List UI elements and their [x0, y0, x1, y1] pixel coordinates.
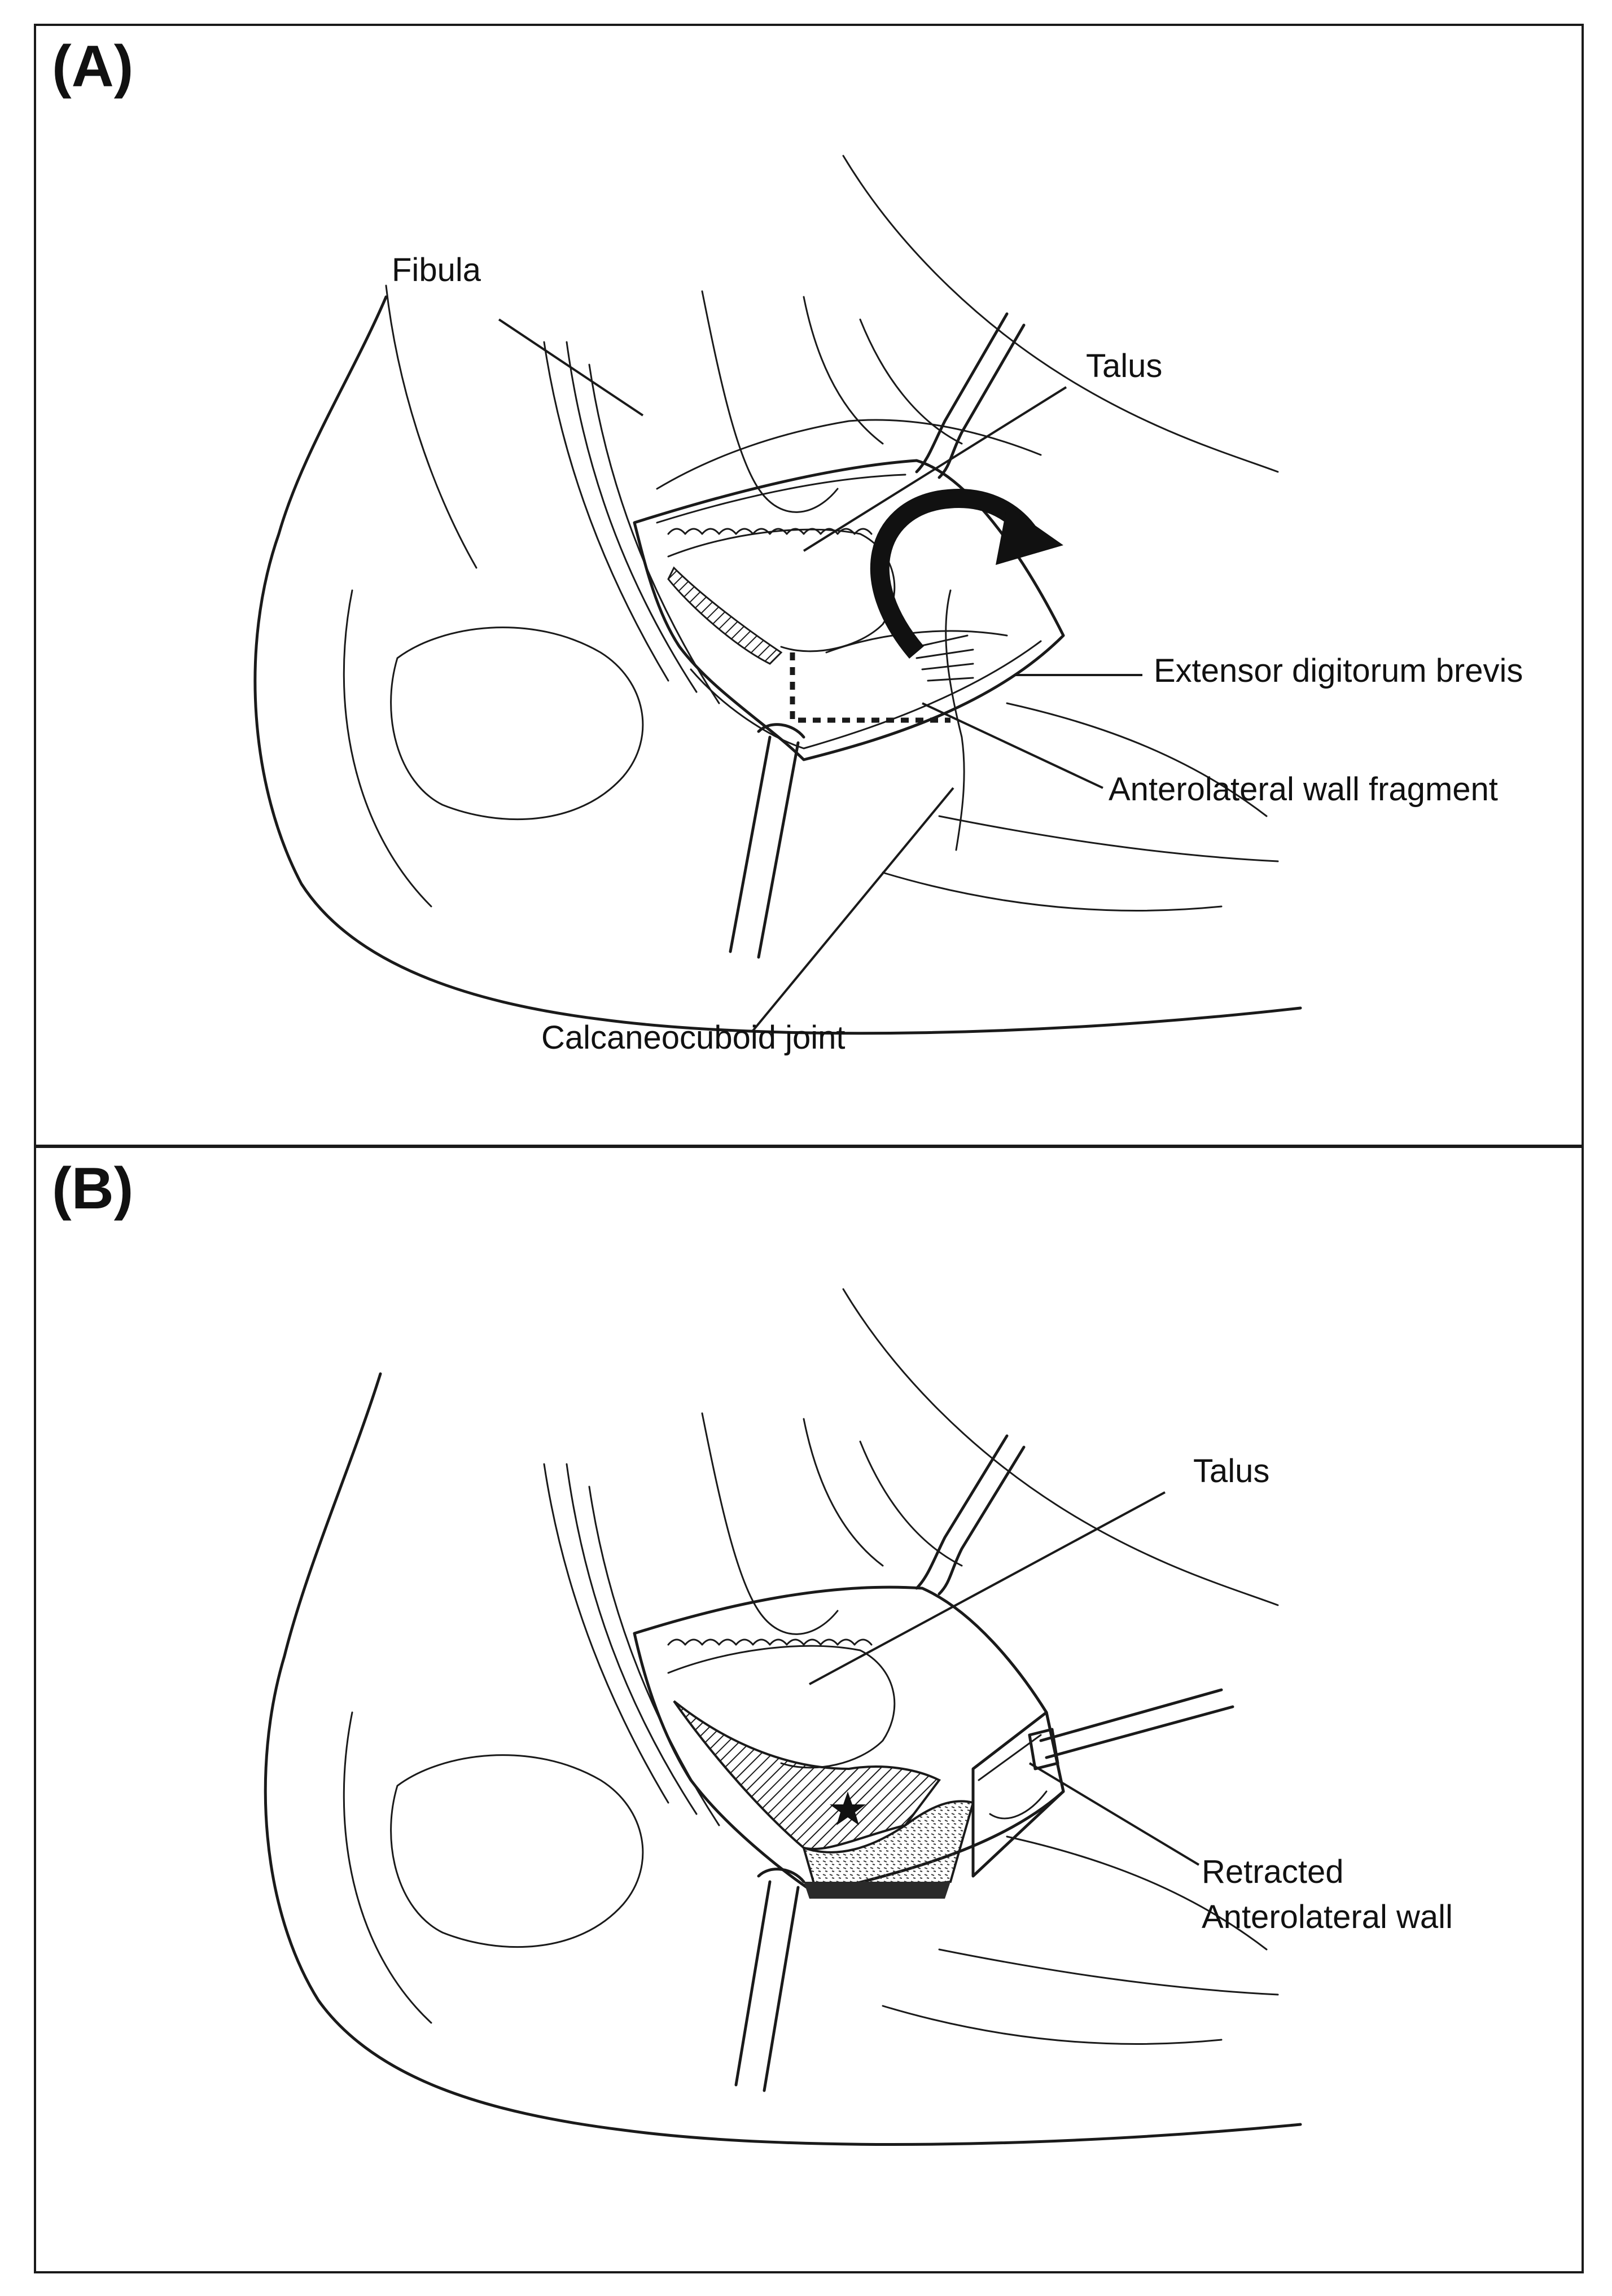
leader-talus: [803, 386, 1067, 552]
calcaneus-outline-b: [390, 1754, 644, 1948]
leg-anterior: [842, 155, 1279, 473]
achilles-line-2: [566, 341, 698, 693]
rotation-arrow-head: [996, 506, 1063, 565]
label-alw-fragment: Anterolateral wall fragment: [1109, 771, 1498, 808]
hatched-subtalar-area: [667, 566, 783, 665]
label-retracted-line1: Retracted: [1202, 1854, 1344, 1890]
leader-retracted-wall: [1028, 1762, 1200, 1866]
leader-talus-b: [809, 1491, 1166, 1685]
talus-shape: [667, 528, 896, 652]
incision-skin-edge: [656, 474, 1042, 750]
retractor-upper: [915, 312, 1026, 479]
label-cc-joint: Calcaneocuboid joint: [541, 1019, 846, 1056]
achilles-lines-b: [543, 1463, 720, 1826]
incision-window-b: [633, 1585, 1065, 1895]
fibula-outline: [701, 290, 839, 513]
leader-cc-joint: [752, 787, 954, 1032]
midfoot-lines: [882, 702, 1279, 912]
ankle-contour: [656, 419, 1042, 490]
achilles-line-1: [543, 341, 669, 682]
panel-a: (A): [34, 24, 1584, 1147]
retracted-wall-inner: [978, 1734, 1048, 1820]
midfoot-lines-b: [882, 1835, 1279, 2045]
panel-a-illustration: [253, 155, 1302, 1035]
retractor-lower: [729, 723, 805, 959]
talus-shape-b: [667, 1645, 896, 1769]
hatched-facet-b: [673, 1700, 941, 1850]
panel-a-letter: (A): [52, 34, 134, 99]
retractor-lower-b: [734, 1868, 805, 2092]
fibula-outline-b: [701, 1412, 839, 1635]
wall-retractor: [1028, 1688, 1234, 1771]
leader-fibula: [498, 318, 644, 417]
foot-sole-inner-b: [343, 1711, 432, 2024]
tibia-lines-b: [803, 1418, 963, 1567]
foot-sole-inner: [343, 589, 432, 908]
dark-rim-b: [804, 1882, 950, 1899]
achilles-line-3: [588, 363, 720, 704]
panel-b-letter: (B): [52, 1156, 134, 1221]
label-edb: Extensor digitorum brevis: [1154, 652, 1523, 689]
retractor-upper-b: [915, 1434, 1026, 1596]
retracted-wall-flap: [971, 1711, 1065, 1878]
leader-alw-fragment: [922, 702, 1103, 789]
incision-window: [633, 459, 1065, 761]
leg-posterior: [385, 284, 478, 569]
incision-scallop-top: [667, 528, 873, 535]
fragment-dotted-outline: [790, 652, 950, 723]
label-talus-a: Talus: [1086, 348, 1163, 384]
panel-b: (B): [34, 1146, 1584, 2273]
tibia-lines: [803, 296, 963, 445]
label-fibula: Fibula: [392, 252, 481, 288]
foot-heel-outline-b: [264, 1372, 1302, 2146]
cc-joint-line: [945, 589, 965, 851]
star-marker: [830, 1791, 866, 1825]
calcaneus-outline: [390, 626, 644, 821]
label-talus-b: Talus: [1193, 1453, 1270, 1489]
label-retracted-line2: Anterolateral wall: [1202, 1899, 1453, 1935]
incision-scallop-top-b: [667, 1638, 873, 1646]
panel-b-illustration: [264, 1288, 1302, 2146]
foot-heel-outline: [253, 295, 1302, 1035]
leg-anterior-b: [842, 1288, 1279, 1606]
